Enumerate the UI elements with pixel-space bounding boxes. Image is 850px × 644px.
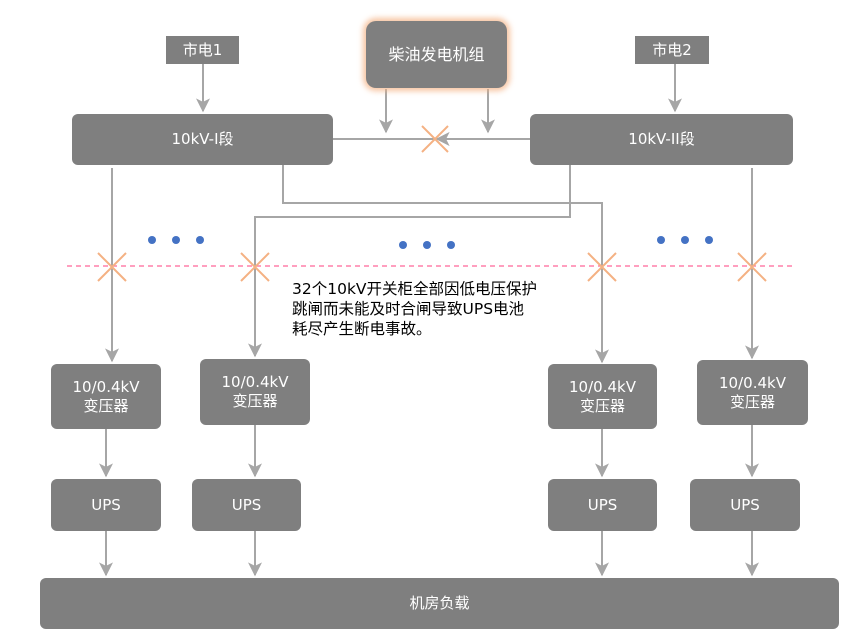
breaker-open-cross-4 [737,252,767,282]
bus-section-1: 10kV-I段 [72,114,333,165]
diesel-generator: 柴油发电机组 [366,21,507,88]
feeder-3 [282,165,609,364]
fault-annotation: 32个10kV开关柜全部因低电压保护 跳闸而未能及时合闸导致UPS电池 耗尽产生… [292,279,592,339]
breaker-open-cross-2 [240,252,270,282]
ellipsis-dots-left [148,236,204,244]
ups-2: UPS [192,479,301,531]
transformer-2-label: 变压器 [232,392,278,410]
transformer-4-label: 变压器 [729,392,775,411]
annotation-line-3: 耗尽产生断电事故。 [292,320,432,338]
transformer-1-label: 变压器 [83,396,129,415]
grid-source-1: 市电1 [166,36,239,64]
transformer-1-rating: 10/0.4kV [72,377,140,396]
ups-1: UPS [51,479,161,531]
breaker-open-cross-tie [421,125,449,153]
breaker-open-cross-3 [587,252,617,282]
transformer-3: 10/0.4kV 变压器 [548,364,657,429]
transformer-4: 10/0.4kV 变压器 [697,360,808,425]
ellipsis-dots-center [399,241,455,249]
ups-3: UPS [548,479,657,531]
ellipsis-dots-right [657,236,713,244]
grid-source-2: 市电2 [635,36,709,64]
bus-section-2: 10kV-II段 [530,114,793,165]
feeder-2 [248,165,571,358]
breaker-open-cross-1 [97,252,127,282]
data-center-load: 机房负载 [40,578,839,629]
transformer-4-rating: 10/0.4kV [719,373,786,392]
annotation-line-1: 32个10kV开关柜全部因低电压保护 [292,280,538,298]
transformer-2-rating: 10/0.4kV [221,373,289,392]
transformer-3-label: 变压器 [579,396,625,415]
transformer-3-rating: 10/0.4kV [569,377,636,396]
ups-4: UPS [690,479,800,531]
transformer-2: 10/0.4kV 变压器 [200,359,310,425]
transformer-1: 10/0.4kV 变压器 [51,364,161,429]
annotation-line-2: 跳闸而未能及时合闸导致UPS电池 [292,300,525,318]
